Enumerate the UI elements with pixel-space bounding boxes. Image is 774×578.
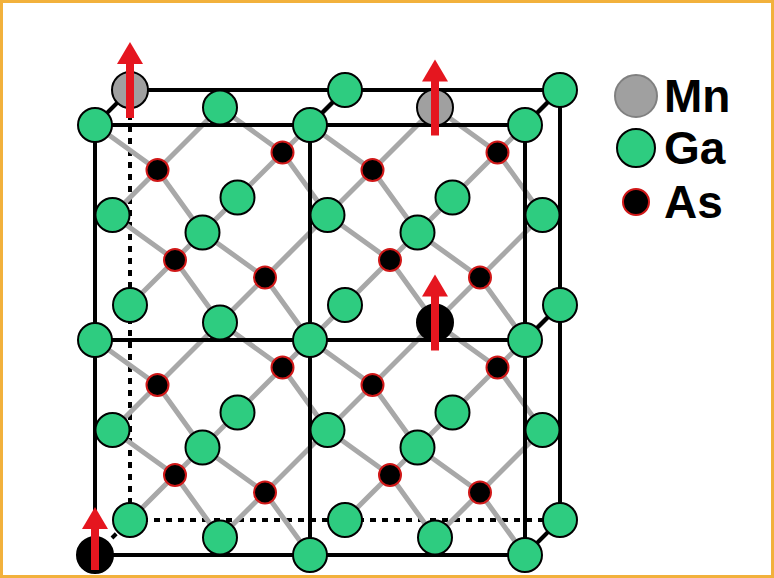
ga-atom (543, 503, 577, 537)
ga-atom (328, 73, 362, 107)
ga-atom (436, 396, 470, 430)
ga-atom (293, 323, 327, 357)
spin-arrow (91, 525, 99, 570)
as-atom (147, 159, 169, 181)
as-atom (254, 482, 276, 504)
ga-atom (436, 181, 470, 215)
swatch-cell (608, 122, 664, 174)
spin-arrow (431, 293, 439, 351)
as-atom (487, 357, 509, 379)
ga-atom (401, 216, 435, 250)
ga-atom (543, 288, 577, 322)
ga-atom (186, 216, 220, 250)
spin-arrow (126, 60, 134, 118)
spin-arrow (422, 275, 448, 297)
swatch-cell (608, 176, 664, 228)
as-atom (164, 464, 186, 486)
as-atom (379, 249, 401, 271)
ga-atom (221, 181, 255, 215)
as-atom (487, 142, 509, 164)
as-atom (272, 357, 294, 379)
ga-atom (113, 288, 147, 322)
ga-atom (328, 503, 362, 537)
ga-atom (203, 91, 237, 125)
ga-atom (78, 323, 112, 357)
ga-atom (526, 413, 560, 447)
ga-atom (526, 198, 560, 232)
ga-atom (508, 323, 542, 357)
ga-atom (508, 538, 542, 572)
legend-label: Ga (664, 122, 725, 174)
as-atom (362, 159, 384, 181)
legend-swatch (622, 188, 650, 216)
spin-arrow (82, 507, 108, 529)
legend-row: As (608, 176, 723, 228)
as-atom (469, 267, 491, 289)
ga-atom (543, 73, 577, 107)
as-atom (469, 482, 491, 504)
ga-atom (203, 306, 237, 340)
as-atom (164, 249, 186, 271)
ga-atom (311, 413, 345, 447)
swatch-cell (608, 70, 664, 122)
spin-arrow (431, 78, 439, 136)
as-atom (379, 464, 401, 486)
legend-label: Mn (664, 70, 730, 122)
as-atom (147, 374, 169, 396)
ga-atom (293, 108, 327, 142)
ga-atom (186, 431, 220, 465)
legend-swatch (616, 128, 656, 168)
as-atom (362, 374, 384, 396)
ga-atom (401, 431, 435, 465)
ga-atom (96, 198, 130, 232)
legend-label: As (664, 176, 723, 228)
as-atom (272, 142, 294, 164)
ga-atom (418, 521, 452, 555)
ga-atom (96, 413, 130, 447)
ga-atom (328, 288, 362, 322)
legend-row: Mn (608, 70, 730, 122)
spin-arrow (422, 60, 448, 82)
ga-atom (221, 396, 255, 430)
ga-atom (203, 521, 237, 555)
spin-arrow (117, 42, 143, 64)
ga-atom (293, 538, 327, 572)
as-atom (254, 267, 276, 289)
ga-atom (113, 503, 147, 537)
legend-row: Ga (608, 122, 725, 174)
ga-atom (78, 108, 112, 142)
legend-swatch (614, 74, 658, 118)
ga-atom (311, 198, 345, 232)
ga-atom (508, 108, 542, 142)
